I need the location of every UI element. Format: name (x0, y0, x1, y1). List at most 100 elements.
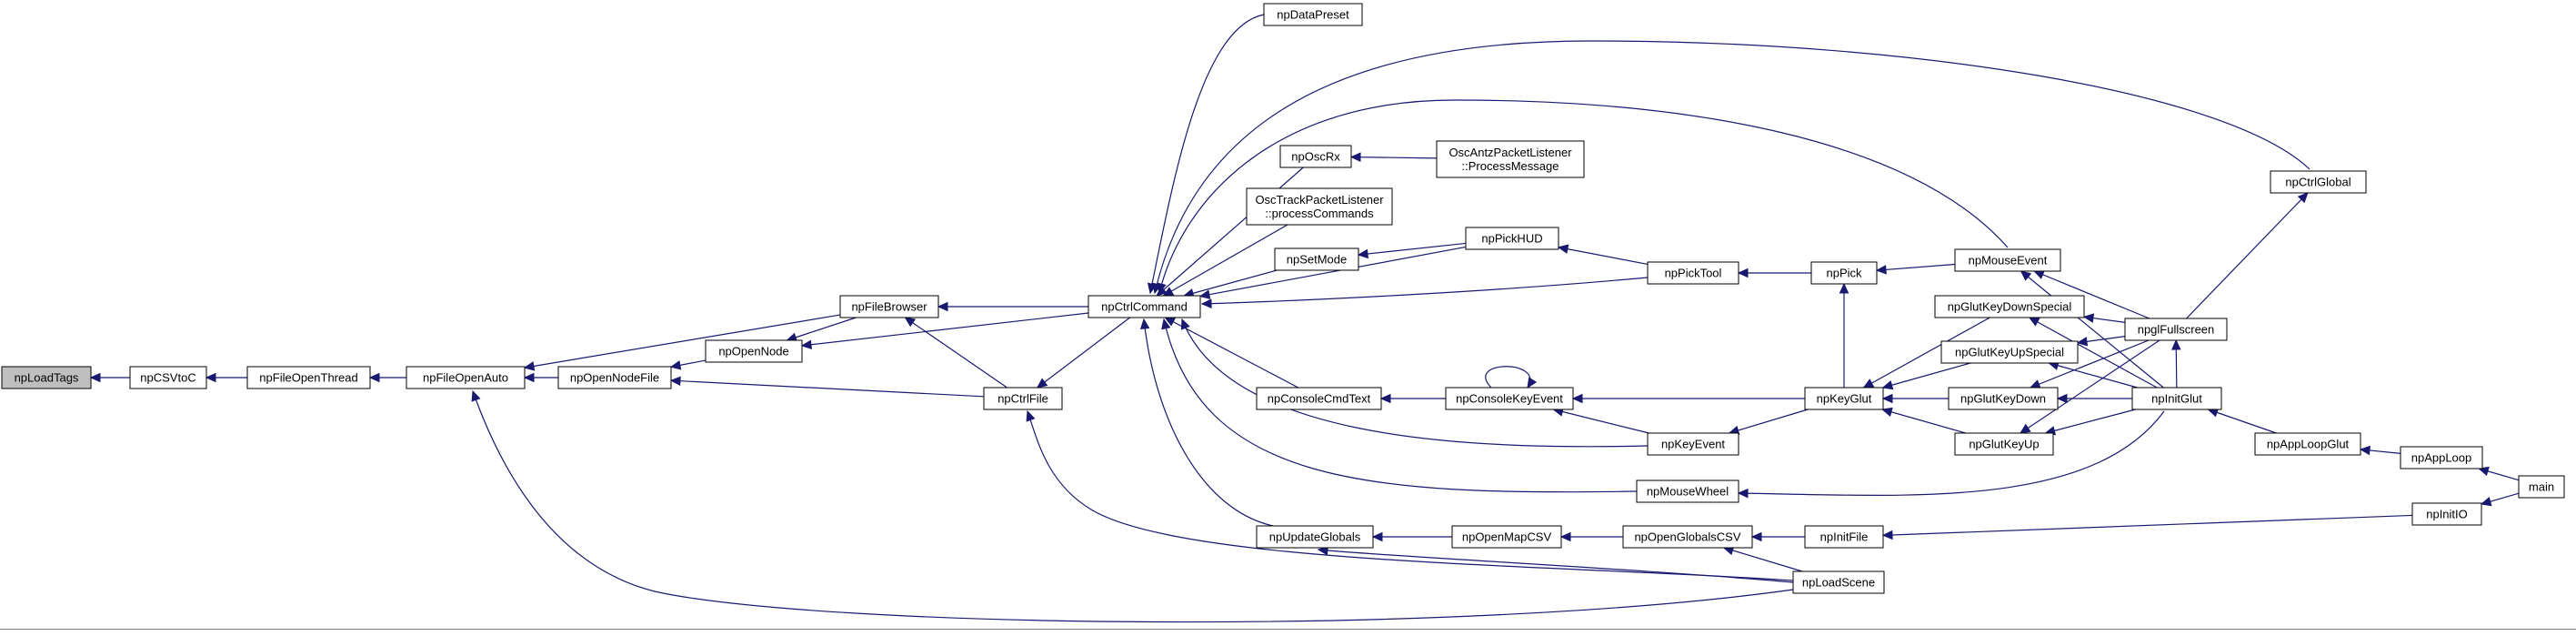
edge-line (524, 314, 841, 368)
node-npAppLoop[interactable]: npAppLoop (2400, 446, 2483, 469)
node-box (1647, 261, 1739, 285)
node-npOpenNode[interactable]: npOpenNode (705, 339, 803, 363)
edge-arrowhead (1161, 318, 1171, 330)
node-box (1451, 525, 1562, 549)
node-box (1948, 387, 2059, 410)
edge-line (1558, 247, 1649, 266)
node-OscAntzPacketListener[interactable]: OscAntzPacketListener::ProcessMessage (1436, 140, 1585, 178)
node-npOpenNodeFile[interactable]: npOpenNodeFile (557, 366, 672, 389)
node-npCtrlFile[interactable]: npCtrlFile (983, 387, 1063, 410)
node-npUpdateGlobals[interactable]: npUpdateGlobals (1256, 525, 1374, 549)
node-box (1465, 227, 1559, 250)
edge-arrowhead (2019, 423, 2031, 434)
edge-line (1876, 263, 1956, 271)
node-npFileOpenThread[interactable]: npFileOpenThread (246, 366, 371, 389)
edge-npInitGlut-to-npGlutKeyDown (2056, 393, 2132, 404)
edge-arrowhead (904, 317, 917, 328)
edge-npInitFile-to-npOpenGlobalsCSV (1750, 531, 1805, 542)
node-npLoadScene[interactable]: npLoadScene (1792, 570, 1885, 594)
node-npOpenGlobalsCSV[interactable]: npOpenGlobalsCSV (1622, 525, 1753, 549)
node-label: npGlutKeyUpSpecial (1955, 346, 2064, 359)
node-npSetMode[interactable]: npSetMode (1274, 247, 1359, 271)
edge-line (1156, 167, 1304, 297)
node-npCtrlGlobal[interactable]: npCtrlGlobal (2270, 170, 2367, 194)
edge-line (787, 317, 857, 341)
node-npMouseWheel[interactable]: npMouseWheel (1636, 480, 1739, 503)
node-npPick[interactable]: npPick (1810, 261, 1878, 285)
edge-line (1738, 410, 2165, 497)
node-npGlutKeyDownSpecial[interactable]: npGlutKeyDownSpecial (1934, 295, 2085, 318)
node-box (2131, 387, 2222, 410)
node-box (1274, 247, 1359, 271)
node-npCSVtoC[interactable]: npCSVtoC (129, 366, 207, 389)
node-label: npKeyEvent (1661, 438, 1725, 451)
edge-line (1553, 409, 1649, 434)
edge-line (1729, 409, 1809, 434)
node-label: npConsoleCmdText (1268, 392, 1371, 406)
edge-arrowhead (1750, 531, 1762, 542)
node-npPickTool[interactable]: npPickTool (1647, 261, 1739, 285)
node-npInitGlut[interactable]: npInitGlut (2131, 387, 2222, 410)
edge-npglFullscreen-to-npGlutKeyUp (2019, 339, 2160, 434)
node-npDataPreset[interactable]: npDataPreset (1263, 3, 1363, 26)
edge-arrowhead (1862, 379, 1875, 389)
edge-arrowhead (1839, 282, 1849, 294)
node-npOpenMapCSV[interactable]: npOpenMapCSV (1451, 525, 1562, 549)
edge-npAppLoopGlut-to-npInitGlut (2207, 408, 2277, 434)
node-box (705, 339, 803, 363)
node-npConsoleKeyEvent[interactable]: npConsoleKeyEvent (1445, 387, 1574, 410)
edge-line (1165, 317, 1298, 389)
node-npConsoleCmdText[interactable]: npConsoleCmdText (1256, 387, 1382, 410)
node-npGlutKeyUp[interactable]: npGlutKeyUp (1954, 432, 2054, 456)
edge-line (1163, 224, 1288, 297)
node-box (1436, 140, 1585, 178)
edge-arrowhead (523, 372, 535, 383)
node-label: npCtrlFile (997, 392, 1048, 406)
edge-npCSVtoC-to-npLoadTags (89, 372, 130, 383)
node-npLoadTags[interactable]: npLoadTags (1, 366, 92, 389)
node-label: npInitFile (1820, 530, 1869, 544)
node-npFileBrowser[interactable]: npFileBrowser (839, 295, 939, 318)
node-npMouseEvent[interactable]: npMouseEvent (1954, 248, 2061, 272)
edge-npOpenNodeFile-to-npFileOpenAuto (523, 372, 558, 383)
edge-main-to-npAppLoop (2478, 466, 2520, 481)
node-label: npInitGlut (2151, 392, 2202, 406)
node-OscTrackPacketListener[interactable]: OscTrackPacketListener::processCommands (1246, 187, 1393, 226)
edge-arrowhead (1036, 378, 1048, 389)
node-npGlutKeyDown[interactable]: npGlutKeyDown (1948, 387, 2059, 410)
edge-line (472, 390, 1794, 623)
edge-line (1350, 156, 1438, 159)
node-npPickHUD[interactable]: npPickHUD (1465, 227, 1559, 250)
node-label: npglFullscreen (2138, 323, 2215, 337)
edge-arrowhead (1198, 289, 1211, 299)
edge-line (1199, 246, 1467, 298)
edge-arrowhead (2076, 337, 2089, 347)
edge-npFileOpenThread-to-npCSVtoC (205, 372, 247, 383)
node-npInitIO[interactable]: npInitIO (2411, 502, 2482, 526)
node-box (1940, 340, 2079, 364)
edge-npPickHUD-to-npCtrlCommand (1198, 246, 1467, 299)
node-npInitFile[interactable]: npInitFile (1804, 525, 1884, 549)
node-npGlutKeyUpSpecial[interactable]: npGlutKeyUpSpecial (1940, 340, 2079, 364)
node-box (406, 366, 526, 389)
node-label: npOscRx (1291, 150, 1340, 164)
node-main[interactable]: main (2518, 475, 2565, 499)
edge-arrowhead (2478, 466, 2490, 476)
node-label: npLoadScene (1802, 576, 1875, 590)
edge-npOpenGlobalsCSV-to-npOpenMapCSV (1559, 531, 1623, 542)
node-box (2124, 318, 2228, 341)
node-npglFullscreen[interactable]: npglFullscreen (2124, 318, 2228, 341)
node-npFileOpenAuto[interactable]: npFileOpenAuto (406, 366, 526, 389)
edge-arrowhead (2029, 379, 2041, 389)
node-npAppLoopGlut[interactable]: npAppLoopGlut (2254, 432, 2361, 456)
edge-arrowhead (937, 301, 948, 312)
edge-npCtrlCommand-to-npCtrlFile (1036, 317, 1131, 389)
node-npOscRx[interactable]: npOscRx (1279, 145, 1352, 168)
edge-arrowhead (2033, 270, 2045, 279)
edge-npPickTool-to-npPickHUD (1557, 244, 1649, 266)
node-npCtrlCommand[interactable]: npCtrlCommand (1088, 295, 1201, 318)
node-npKeyGlut[interactable]: npKeyGlut (1804, 387, 1884, 410)
node-box (1647, 432, 1739, 456)
node-label: npUpdateGlobals (1269, 530, 1361, 544)
node-npKeyEvent[interactable]: npKeyEvent (1647, 432, 1739, 456)
